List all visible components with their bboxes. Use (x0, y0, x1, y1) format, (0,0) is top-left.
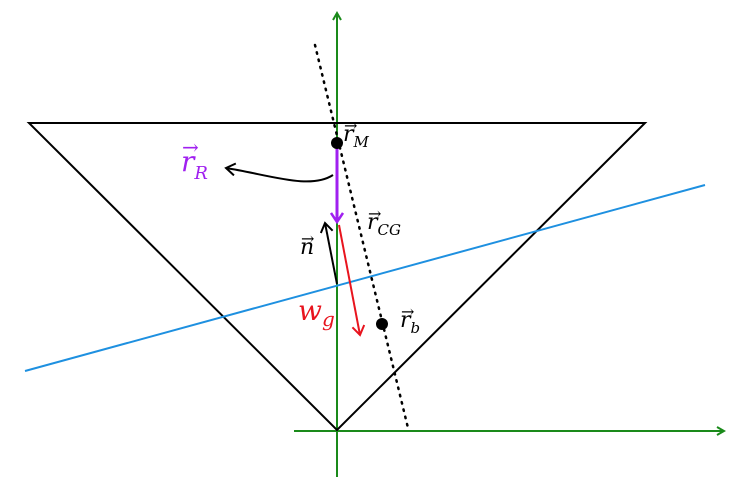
w-g-vector (338, 224, 366, 337)
point-r-b (376, 318, 388, 330)
normal-vector (319, 221, 338, 285)
label-w-g: wg (298, 294, 335, 331)
label-n: → n (300, 229, 315, 260)
hull-triangle (26, 122, 648, 432)
label-r-R: → rR (181, 135, 208, 184)
label-r-M: → rM (343, 116, 369, 151)
label-r-CG: → rCG (367, 204, 401, 239)
waterline (24, 184, 706, 372)
curved-arrow (224, 162, 334, 183)
label-r-b: → rb (400, 302, 421, 337)
dotted-line (313, 43, 410, 430)
point-r-M (331, 137, 343, 149)
